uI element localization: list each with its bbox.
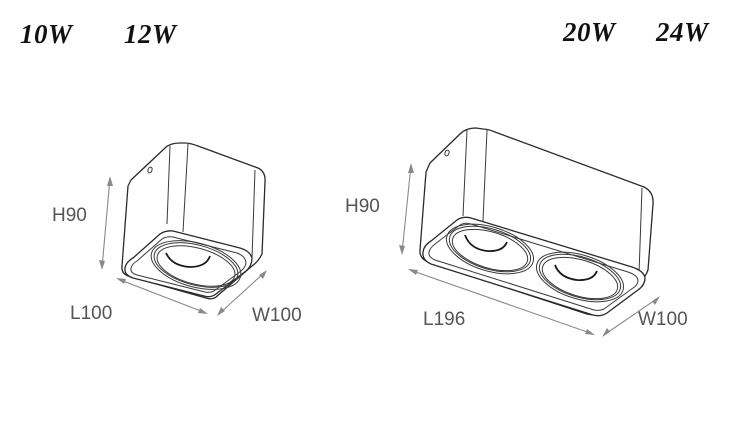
left-wattage-12w: 12W <box>124 19 177 49</box>
left-length-arrow <box>116 278 208 314</box>
right-width-arrow <box>602 296 660 337</box>
right-screw-hole <box>444 149 450 157</box>
right-wattage-20w: 20W <box>563 17 616 47</box>
left-width-label: W100 <box>252 305 302 326</box>
right-height-label: H90 <box>345 196 380 217</box>
right-wattage-24w: 24W <box>656 17 709 47</box>
left-wattage-10w: 10W <box>20 19 73 49</box>
right-length-label: L196 <box>423 309 466 330</box>
left-length-label: L100 <box>70 303 113 324</box>
right-height-arrow <box>399 163 414 255</box>
double-downlight-drawing <box>399 127 660 337</box>
single-downlight-drawing <box>99 142 267 316</box>
left-screw-hole <box>147 166 153 174</box>
left-height-label: H90 <box>52 205 87 226</box>
right-length-arrow <box>408 269 595 335</box>
left-width-arrow <box>217 270 267 316</box>
right-width-label: W100 <box>638 309 688 330</box>
left-height-arrow <box>99 176 113 270</box>
